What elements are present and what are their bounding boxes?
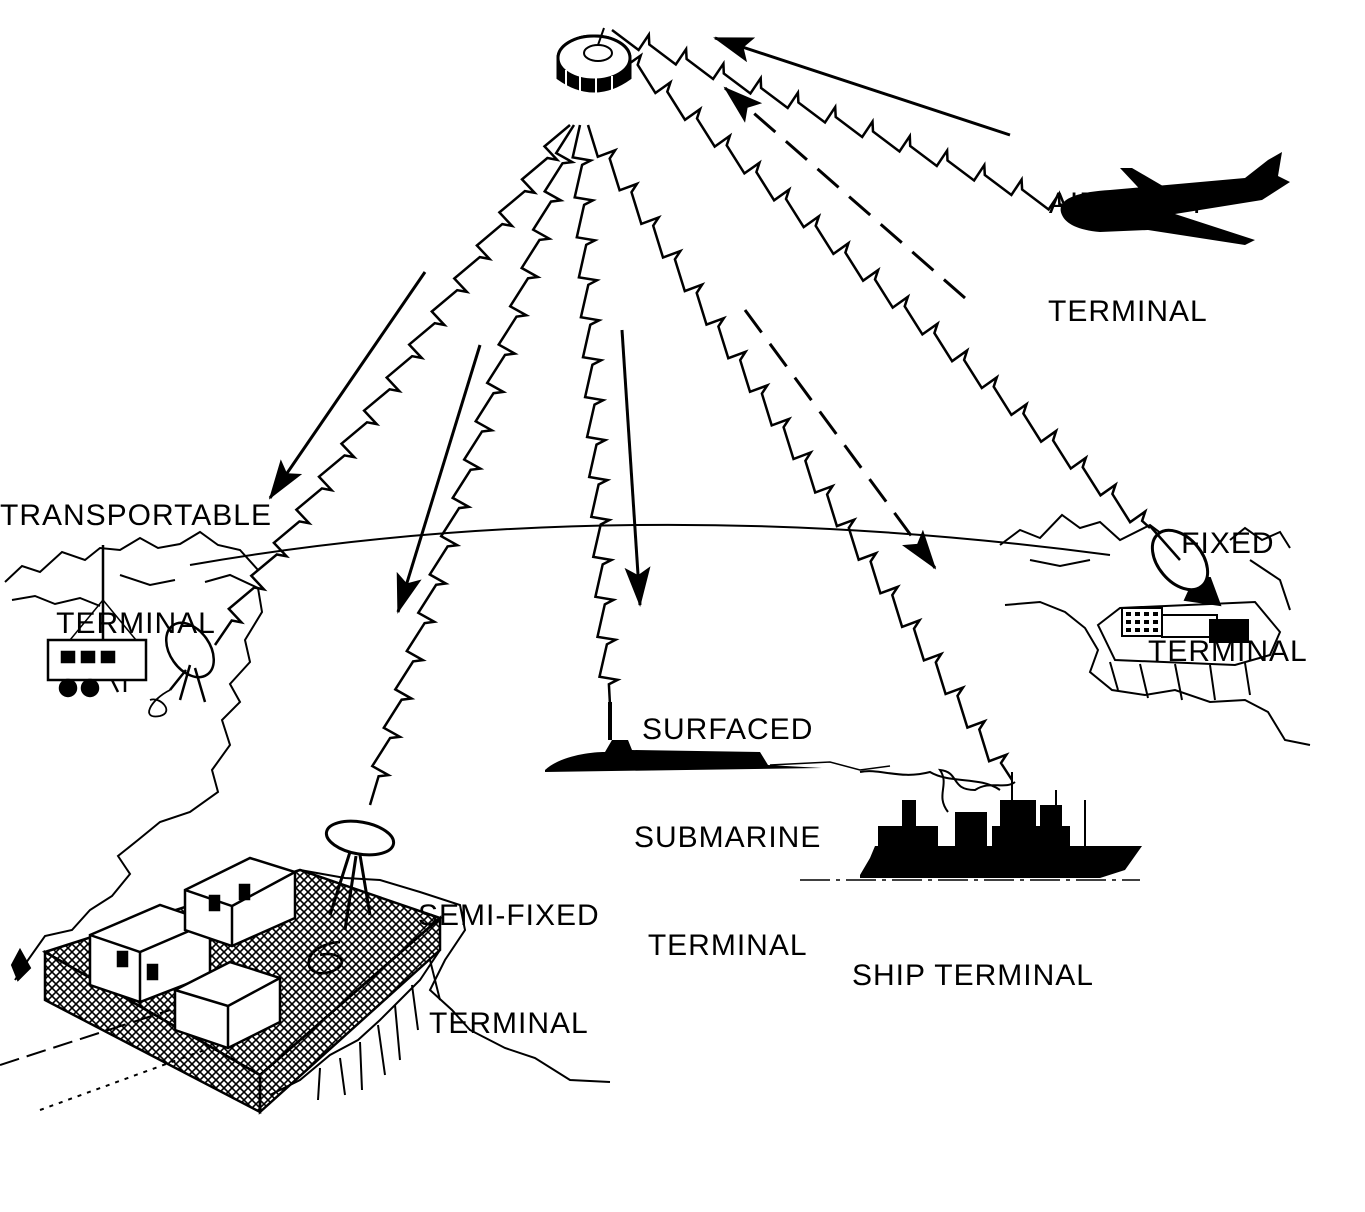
label-line: SHIP TERMINAL (852, 959, 1094, 992)
label-ship-terminal: SHIP TERMINAL (852, 886, 1094, 1030)
horizon-line (189, 523, 1111, 566)
label-line: SEMI-FIXED (418, 899, 600, 932)
transportable-terminal-icon (46, 545, 216, 718)
label-submarine-terminal: SURFACED SUBMARINE TERMINAL (634, 640, 821, 1000)
label-line: FIXED (1181, 527, 1275, 560)
label-transportable-terminal: TRANSPORTABLE TERMINAL (0, 426, 272, 678)
building-window (1144, 620, 1149, 624)
fixed-terminal-landscape (999, 513, 1311, 746)
arrow-from-fixed-dashed (723, 86, 966, 300)
zigzag-links (213, 29, 1151, 806)
building-window (1144, 612, 1149, 616)
ship-icon (800, 768, 1142, 881)
label-semifixed-terminal: SEMI-FIXED TERMINAL (418, 826, 600, 1078)
semifixed-terminal-icon (41, 819, 443, 1115)
label-line: SURFACED (642, 713, 814, 746)
label-line: TERMINAL (429, 1007, 589, 1040)
label-line: TERMINAL (1048, 295, 1208, 328)
zigzag-ship (586, 124, 1014, 781)
aircraft-icon (1060, 152, 1290, 245)
zigzag-aircraft (611, 29, 1063, 212)
semifixed-cliff (0, 869, 611, 1111)
arrow-to-transportable (268, 271, 427, 500)
building-window (1126, 620, 1131, 624)
building-window (1135, 620, 1140, 624)
arrow-to-semifixed (396, 344, 482, 614)
submarine-icon (545, 702, 891, 772)
label-line: SUBMARINE (634, 821, 822, 854)
building-window (1153, 620, 1158, 624)
label-line: TERMINAL (647, 929, 808, 962)
zigzag-submarine (571, 124, 622, 706)
fixed-terminal-icon (1096, 525, 1282, 701)
arrow-to-submarine (620, 329, 651, 607)
label-aircraft-terminal: AIRCRAFT TERMINAL (1048, 114, 1208, 366)
arrow-to-ship-dashed (743, 309, 937, 570)
transportable-landscape (4, 530, 264, 981)
signal-arrows (268, 36, 1011, 614)
building-window (1153, 628, 1158, 632)
zigzag-transportable (213, 124, 571, 646)
building-window (1153, 612, 1158, 616)
label-line: TERMINAL (1148, 635, 1308, 668)
satellite-icon (556, 27, 632, 96)
building-window (1135, 612, 1140, 616)
building-window (1126, 628, 1131, 632)
arrow-from-aircraft (713, 36, 1011, 137)
zigzag-semifixed (368, 124, 577, 806)
building-window (1135, 628, 1140, 632)
zigzag-fixed (606, 37, 1151, 529)
label-line: TRANSPORTABLE (0, 499, 272, 532)
building-window (1126, 612, 1131, 616)
label-line: AIRCRAFT (1048, 187, 1207, 220)
label-line: TERMINAL (56, 607, 216, 640)
label-fixed-terminal: FIXED TERMINAL (1148, 454, 1308, 706)
building-window (1144, 628, 1149, 632)
